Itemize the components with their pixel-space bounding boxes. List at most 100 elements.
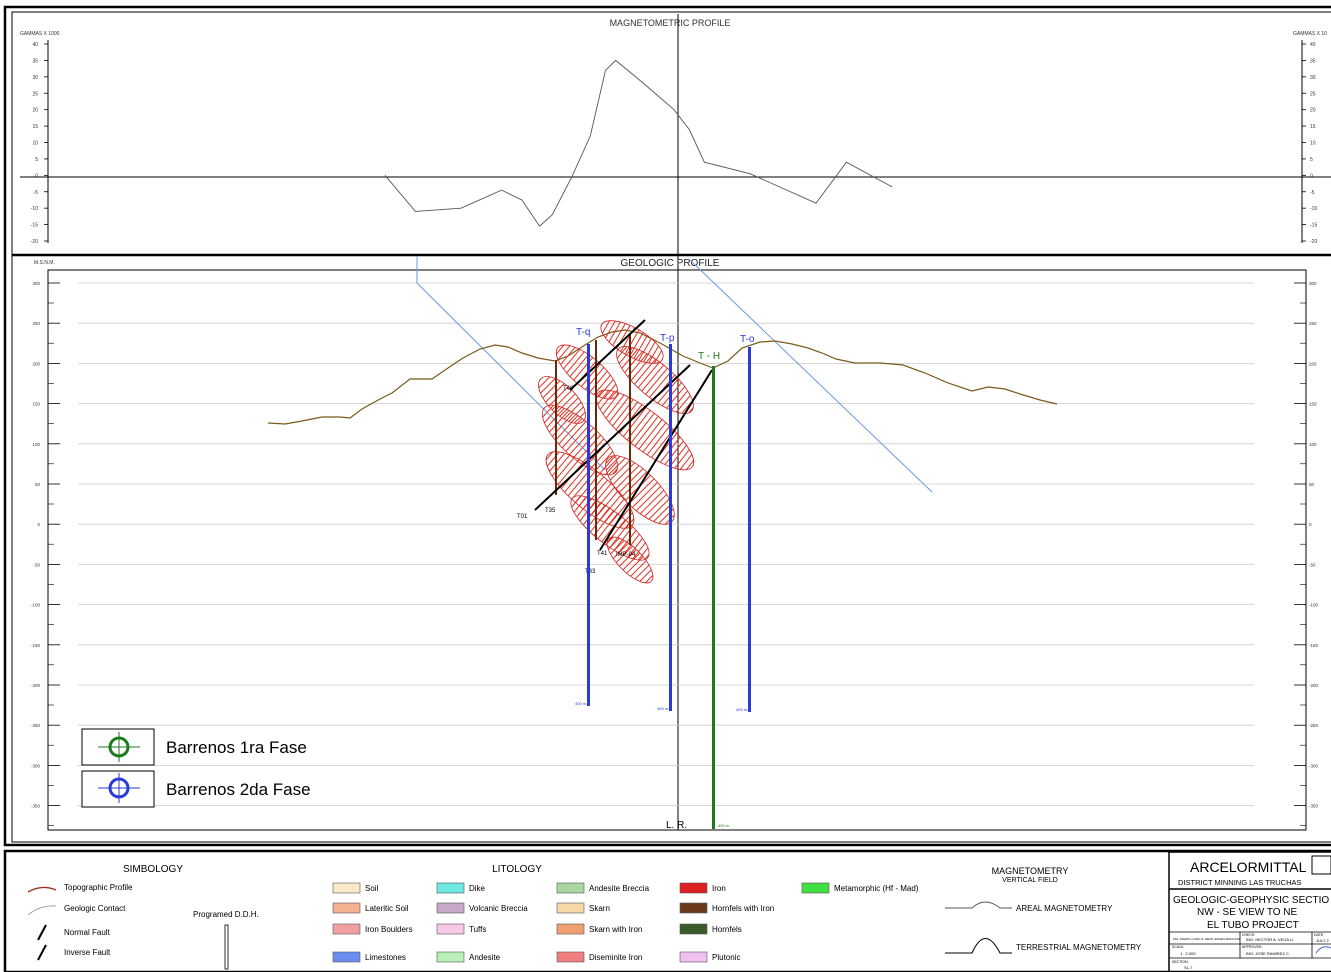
outer-frame (3, 5, 1331, 847)
svg-text:APPROVED:: APPROVED: (1242, 945, 1262, 949)
phase-1-hole-icon (108, 736, 130, 758)
litology-swatch (436, 923, 465, 935)
hole-t-h[interactable]: T - H 400 m. (698, 351, 730, 829)
geo-tick-label: 0 (1309, 522, 1312, 527)
geo-tick-label: -50 (1309, 562, 1316, 567)
svg-text:ING. HECTOR A. VEGA U.: ING. HECTOR A. VEGA U. (1246, 937, 1294, 942)
simbology-item: Inverse Fault (64, 948, 111, 957)
simbology-item: Topographic Profile (64, 883, 133, 892)
geologic-title: GEOLOGIC PROFILE (621, 258, 720, 269)
litology-swatch (679, 951, 708, 963)
geologic-contact-icon (27, 905, 57, 916)
mag-tick-label: 10 (1310, 141, 1316, 147)
simbology-title: SIMBOLOGY (123, 864, 183, 875)
section-title: GEOLOGIC-GEOPHYSIC SECTIO (1173, 895, 1329, 906)
mag-tick-label: -20 (1310, 239, 1317, 245)
hole-t-o[interactable]: T-o 400 m. (736, 334, 755, 712)
geo-tick-label: 150 (32, 402, 40, 407)
mag-tick-label: 25 (32, 91, 38, 97)
svg-text:DATE:: DATE: (1314, 933, 1324, 937)
litology-label: Iron (712, 884, 726, 893)
svg-text:TERRESTRIAL MAGNETOMETRY: TERRESTRIAL MAGNETOMETRY (1016, 943, 1142, 952)
programmed-ddh-label: Programed D.D.H. (193, 910, 259, 919)
legend-phase-1-label: Barrenos 1ra Fase (166, 738, 307, 757)
geo-tick-label: 100 (32, 442, 40, 447)
litology-item: Skarn (556, 902, 610, 914)
svg-text:1 : 2,000: 1 : 2,000 (1180, 951, 1196, 956)
litology-swatch (436, 902, 465, 914)
litology-swatch (679, 923, 708, 935)
geo-tick-label: -150 (31, 643, 41, 648)
legend-phase-1: Barrenos 1ra Fase (81, 728, 307, 766)
litology-label: Volcanic Breccia (469, 904, 528, 913)
svg-text:T01: T01 (517, 514, 528, 520)
litology-swatch (679, 902, 708, 914)
litology-item: Iron Boulders (332, 923, 413, 935)
mag-tick-label: -15 (1310, 223, 1317, 229)
litology-item: Iron (679, 882, 726, 894)
svg-text:T40: T40 (563, 386, 574, 392)
magnetometry-subtitle: VERTICAL FIELD (1002, 877, 1058, 884)
litology-item: Tuffs (436, 923, 486, 935)
mag-tick-label: 10 (32, 141, 38, 147)
litology-item: Lateritic Soil (332, 902, 409, 914)
mag-tick-label: -5 (34, 190, 39, 196)
hole-t-p[interactable]: T-p 400 m. (657, 333, 675, 711)
programmed-ddh-icon (224, 924, 229, 970)
litology-item: Hornfels (679, 923, 742, 935)
mag-tick-label: 20 (32, 108, 38, 114)
litology-item: Hornfels with Iron (679, 902, 774, 914)
mag-unit-right: GAMMAS X 10 (1293, 31, 1327, 37)
geo-tick-label: 250 (32, 321, 40, 326)
svg-text:400 m.: 400 m. (575, 701, 587, 706)
geo-tick-label: 150 (1309, 402, 1317, 407)
north-arrow-icon (1315, 946, 1331, 954)
litology-label: Iron Boulders (365, 925, 413, 934)
litology-label: Skarn with Iron (589, 925, 642, 934)
hole-t-q[interactable]: T-q 400 m. (575, 327, 590, 706)
svg-text:T35: T35 (545, 508, 556, 514)
legend-phase-2-label: Barrenos 2da Fase (166, 780, 311, 799)
mag-tick-label: 40 (32, 42, 38, 48)
simbology-item: Normal Fault (64, 928, 111, 937)
view-label: NW - SE VIEW TO NE (1197, 907, 1298, 918)
litology-item: Metamorphic (Hf - Mad) (801, 882, 919, 894)
district-name: DISTRICT MINNING LAS TRUCHAS (1178, 878, 1302, 887)
litology-swatch (332, 882, 361, 894)
litology-item: Soil (332, 882, 379, 894)
litology-label: Dike (469, 884, 486, 893)
geo-tick-label: 100 (1309, 442, 1317, 447)
geo-tick-label: 50 (1309, 482, 1315, 487)
litology-label: Soil (365, 884, 379, 893)
svg-text:T-o: T-o (740, 334, 755, 345)
topographic-profile-icon (27, 886, 57, 893)
project-name: EL TUBO PROJECT (1207, 920, 1299, 931)
svg-text:ING. JOSE RAMIREZ C.: ING. JOSE RAMIREZ C. (1246, 951, 1290, 956)
geo-tick-label: 50 (35, 482, 41, 487)
legend-phase-2: Barrenos 2da Fase (81, 770, 311, 808)
litology-item: Skarn with Iron (556, 923, 642, 935)
areal-magnetometry-icon (945, 901, 1012, 909)
svg-text:T-q: T-q (576, 327, 590, 338)
geo-tick-label: -300 (31, 763, 41, 768)
svg-text:JULY 2: JULY 2 (1316, 938, 1330, 943)
geo-tick-label: -200 (31, 683, 41, 688)
mag-tick-label: 30 (32, 75, 38, 81)
litology-title: LITOLOGY (492, 864, 542, 875)
litology-label: Tuffs (469, 925, 486, 934)
svg-text:400 m.: 400 m. (736, 707, 748, 712)
svg-text:CHECK:: CHECK: (1242, 933, 1255, 937)
geo-tick-label: 200 (1309, 361, 1317, 366)
mag-tick-label: 5 (35, 157, 38, 163)
litology-swatch (332, 951, 361, 963)
geo-tick-label: 200 (32, 361, 40, 366)
geo-tick-label: 250 (1309, 321, 1317, 326)
simbology-section: SIMBOLOGY Topographic Profile Geologic C… (27, 864, 259, 970)
inverse-fault-icon (37, 944, 47, 961)
litology-swatch (436, 882, 465, 894)
mag-tick-label: 5 (1310, 157, 1313, 163)
